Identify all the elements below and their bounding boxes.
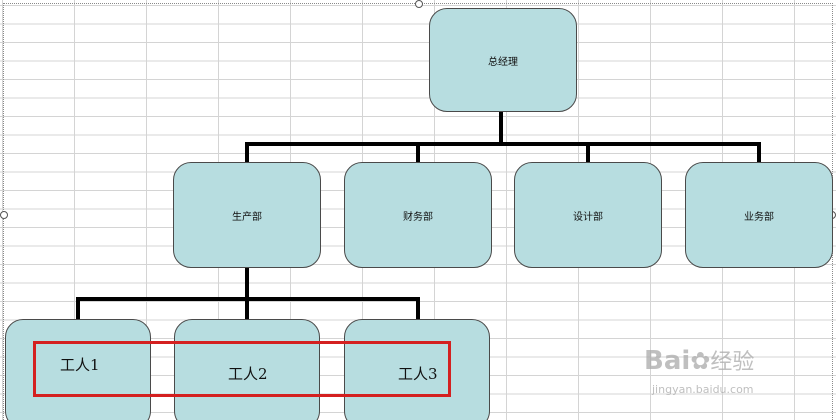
connector-worker-2 <box>245 297 249 320</box>
connector-dept-1 <box>245 142 249 163</box>
baidu-watermark-url: jingyan.baidu.com <box>652 383 754 396</box>
connector-worker-1 <box>76 297 80 320</box>
watermark-logo-text: Bai <box>644 346 691 376</box>
node-production-dept[interactable]: 生产部 <box>173 162 321 268</box>
node-general-manager[interactable]: 总经理 <box>429 8 577 112</box>
connector-worker-3 <box>416 297 420 320</box>
connector-prod-stem <box>245 267 249 299</box>
node-finance-dept[interactable]: 财务部 <box>344 162 492 268</box>
node-label: 财务部 <box>403 211 433 223</box>
node-label: 设计部 <box>573 211 603 223</box>
worker-label-1: 工人1 <box>60 356 100 374</box>
connector-dept-3 <box>586 142 590 163</box>
paw-icon: ✿ <box>690 347 711 375</box>
resize-handle-left[interactable] <box>0 211 8 219</box>
connector-dept-4 <box>757 142 761 163</box>
baidu-watermark: Bai✿经验 <box>644 344 754 376</box>
connector-dept-2 <box>416 142 420 163</box>
node-worker-2[interactable] <box>174 319 320 420</box>
worker-highlight-box <box>33 341 451 397</box>
node-worker-3[interactable] <box>344 319 490 420</box>
node-design-dept[interactable]: 设计部 <box>514 162 662 268</box>
node-sales-dept[interactable]: 业务部 <box>685 162 833 268</box>
node-label: 总经理 <box>488 56 518 68</box>
node-label: 生产部 <box>232 211 262 223</box>
node-worker-1[interactable] <box>5 319 151 420</box>
node-label: 业务部 <box>744 211 774 223</box>
worker-label-3: 工人3 <box>398 365 438 383</box>
watermark-logo-suffix: 经验 <box>710 350 755 375</box>
connector-dept-bus <box>245 142 761 146</box>
worker-label-2: 工人2 <box>228 365 268 383</box>
connector-root-stem <box>499 111 503 144</box>
resize-handle-top[interactable] <box>415 0 423 8</box>
